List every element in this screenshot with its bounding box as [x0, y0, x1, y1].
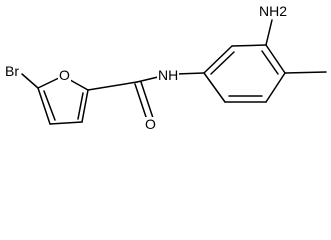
- bond-n-ring: [175, 72, 205, 75]
- bond-r6-r1: [203, 72, 226, 103]
- bond-r3-r4: [265, 44, 286, 74]
- bond-carbonyl-o-1: [134, 83, 148, 121]
- bond-c5-br: [21, 73, 39, 89]
- bond-r1-r2-inner: [210, 51, 235, 75]
- atom-br: Br: [4, 63, 20, 79]
- bond-r3-r4-inner: [261, 50, 279, 75]
- bond-r2-r3: [231, 44, 267, 47]
- bond-c2-c3: [81, 89, 89, 123]
- bond-c3-c4: [49, 121, 83, 125]
- bond-carbonyl-o-2: [140, 81, 154, 119]
- bond-c2-carbonyl: [87, 81, 138, 91]
- atom-o-ring: O: [58, 67, 71, 83]
- bond-r4-methyl: [284, 71, 327, 74]
- bond-r4-r5: [265, 72, 286, 103]
- bond-c4-c5: [37, 87, 51, 125]
- bond-skeleton: [21, 19, 327, 125]
- bond-c4-c5-inner: [43, 90, 56, 121]
- atom-nh: NH: [157, 67, 180, 83]
- atom-nh2: NH2: [258, 3, 289, 19]
- atom-o-carbonyl: O: [144, 116, 157, 132]
- bond-carbonyl-n: [136, 76, 159, 83]
- bond-c2-c3-inner: [77, 92, 84, 120]
- molecule-diagram: Br O O NH NH2: [4, 3, 327, 132]
- bond-r1-r2: [203, 45, 233, 74]
- bond-r3-nh2: [265, 19, 273, 46]
